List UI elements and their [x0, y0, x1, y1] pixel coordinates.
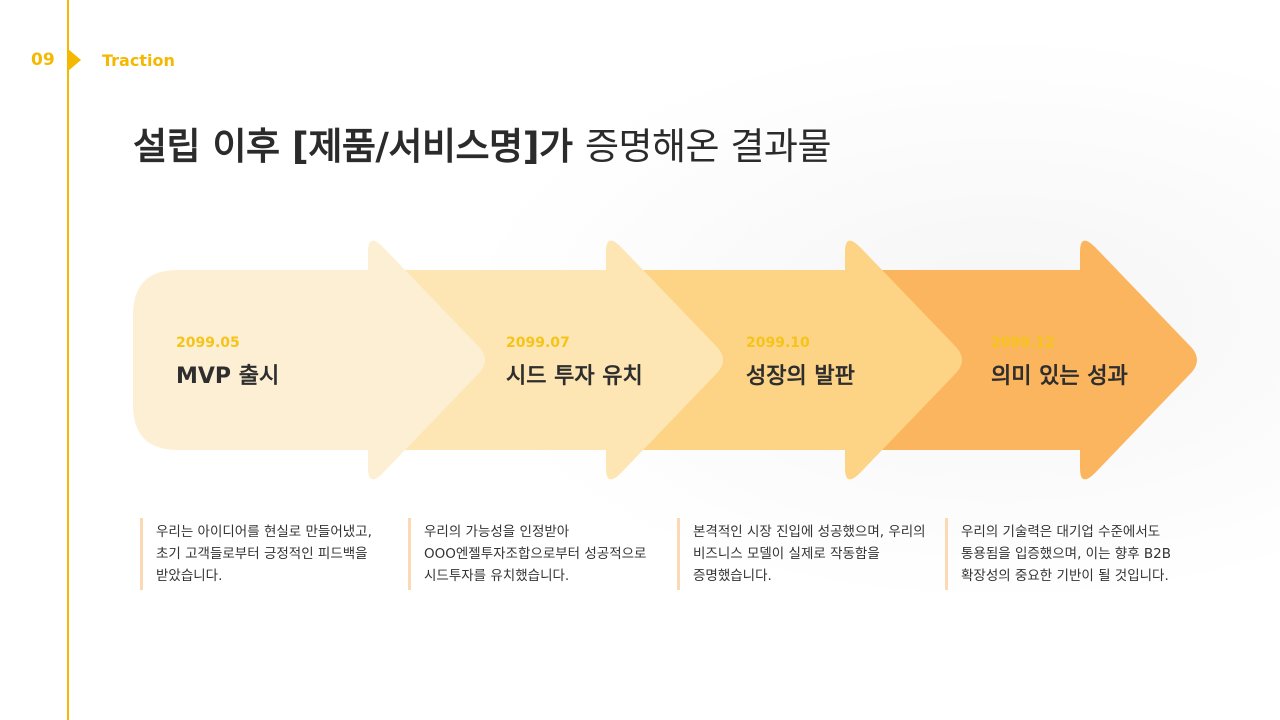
- stage-date: 2099.10: [746, 335, 810, 351]
- page-title: 설립 이후 [제품/서비스명]가 증명해온 결과물: [133, 116, 831, 170]
- page-number: 09: [31, 50, 55, 70]
- stage-date: 2099.07: [506, 335, 570, 351]
- stage-1-description: 우리는 아이디어를 현실로 만들어냈고, 초기 고객들로부터 긍정적인 피드백을…: [140, 518, 392, 590]
- arrow-stage-2: [380, 240, 723, 480]
- accent-vertical-line: [67, 0, 69, 720]
- arrow-stage-3: [620, 240, 962, 480]
- stage-title: 시드 투자 유치: [506, 364, 643, 389]
- stage-title: 의미 있는 성과: [991, 364, 1128, 389]
- stage-2-description: 우리의 가능성을 인정받아 OOO엔젤투자조합으로부터 성공적으로 시드투자를 …: [408, 518, 660, 590]
- stage-title: MVP 출시: [176, 364, 280, 389]
- title-light-part: 증명해온 결과물: [584, 125, 832, 168]
- stage-title: 성장의 발판: [746, 364, 855, 389]
- stage-4-description: 우리의 기술력은 대기업 수준에서도 통용됨을 입증했으며, 이는 향후 B2B…: [945, 518, 1197, 590]
- title-bold-part: 설립 이후 [제품/서비스명]가: [133, 125, 573, 168]
- stage-date: 2099.12: [991, 335, 1055, 351]
- timeline-stage-4: 2099.12 의미 있는 성과: [991, 335, 1128, 390]
- timeline-stage-2: 2099.07 시드 투자 유치: [506, 335, 643, 390]
- arrow-stage-4: [840, 240, 1197, 480]
- stage-3-description: 본격적인 시장 진입에 성공했으며, 우리의 비즈니스 모델이 실제로 작동함을…: [677, 518, 929, 590]
- timeline-stage-1: 2099.05 MVP 출시: [176, 335, 279, 390]
- section-marker-triangle-icon: [68, 49, 81, 71]
- timeline-stage-3: 2099.10 성장의 발판: [746, 335, 855, 390]
- arrow-stage-1: [133, 240, 485, 480]
- section-label: Traction: [102, 51, 175, 70]
- stage-date: 2099.05: [176, 335, 240, 351]
